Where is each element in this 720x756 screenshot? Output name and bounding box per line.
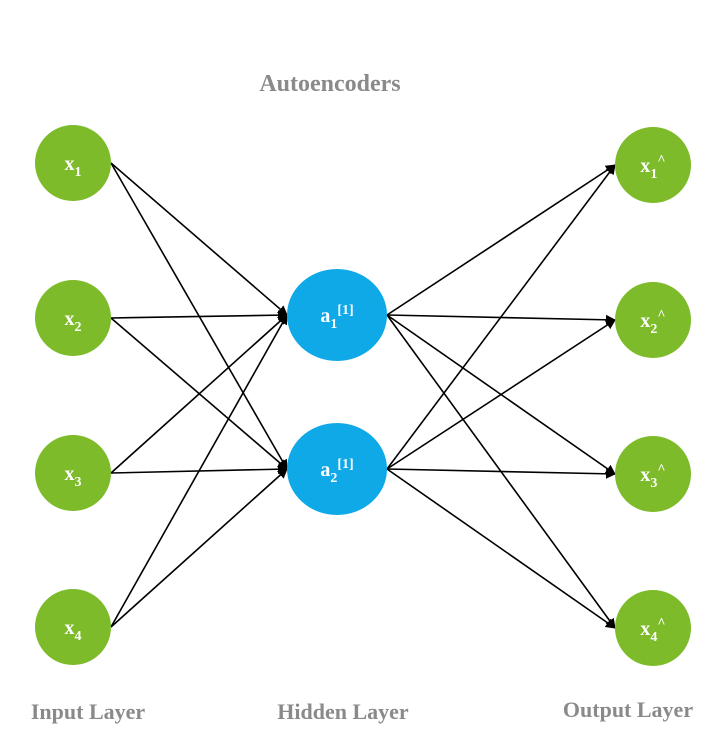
- hidden-node-1: a1[1]: [287, 269, 387, 361]
- edge-input-4-to-hidden-2: [110, 468, 288, 628]
- output-node-label: x3^: [640, 462, 665, 491]
- node-group: x1 x2 x3 x4 a1[1] a2[1] x1^ x2^ x3^ x4^: [35, 125, 691, 666]
- input-node-3: x3: [35, 435, 111, 511]
- output-node-circle: [615, 282, 691, 358]
- output-node-label: x1^: [640, 153, 665, 182]
- edge-hidden-2-to-output-1: [386, 164, 616, 470]
- output-node-4: x4^: [615, 590, 691, 666]
- edge-hidden-1-to-output-1: [386, 164, 616, 316]
- edge-input-1-to-hidden-1: [110, 162, 288, 316]
- edge-hidden-2-to-output-2: [386, 319, 616, 470]
- edge-group: [110, 162, 616, 629]
- output-node-2: x2^: [615, 282, 691, 358]
- input-node-circle: [35, 125, 111, 201]
- hidden-node-label: a1[1]: [320, 303, 353, 332]
- edge-input-2-to-hidden-1: [110, 310, 288, 321]
- edge-hidden-2-to-output-3: [386, 468, 616, 479]
- output-layer-label: Output Layer: [563, 697, 693, 722]
- edge-input-4-to-hidden-1: [110, 314, 288, 628]
- edge-input-3-to-hidden-1: [110, 314, 288, 474]
- hidden-node-circle: [287, 423, 387, 515]
- output-node-circle: [615, 436, 691, 512]
- input-node-circle: [35, 435, 111, 511]
- input-node-circle: [35, 280, 111, 356]
- input-node-label: x4: [65, 617, 82, 644]
- input-node-label: x2: [65, 308, 82, 335]
- diagram-title: Autoencoders: [259, 71, 400, 97]
- input-node-1: x1: [35, 125, 111, 201]
- output-node-circle: [615, 590, 691, 666]
- input-node-label: x1: [65, 153, 82, 180]
- edge-hidden-2-to-output-4: [386, 468, 616, 629]
- hidden-node-circle: [287, 269, 387, 361]
- hidden-node-2: a2[1]: [287, 423, 387, 515]
- input-layer-label: Input Layer: [31, 699, 146, 724]
- hidden-node-label: a2[1]: [320, 457, 353, 486]
- output-node-label: x4^: [640, 616, 665, 645]
- input-node-2: x2: [35, 280, 111, 356]
- output-node-3: x3^: [615, 436, 691, 512]
- output-node-label: x2^: [640, 308, 665, 337]
- hidden-layer-label: Hidden Layer: [277, 699, 409, 724]
- input-node-label: x3: [65, 463, 82, 490]
- input-node-4: x4: [35, 589, 111, 665]
- output-node-1: x1^: [615, 127, 691, 203]
- output-node-circle: [615, 127, 691, 203]
- input-node-circle: [35, 589, 111, 665]
